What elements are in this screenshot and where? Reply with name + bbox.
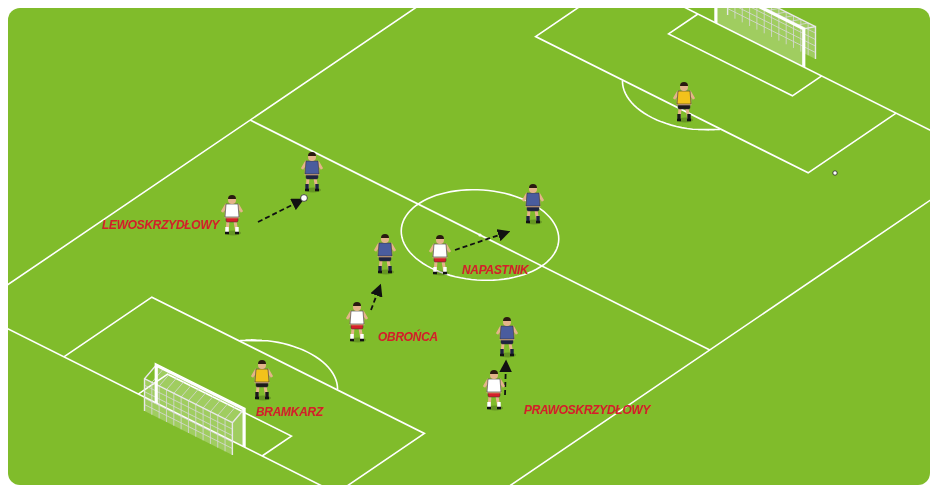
- position-label: LEWOSKRZYDŁOWY: [102, 218, 219, 232]
- position-label: BRAMKARZ: [256, 405, 323, 419]
- movement-arrow: [258, 200, 302, 222]
- pitch-line: [401, 190, 559, 281]
- player-figure: [375, 234, 395, 275]
- player-figure: [674, 82, 694, 123]
- pitch-lines: [8, 8, 930, 485]
- player-figure: [523, 184, 543, 225]
- player-figure: [222, 195, 242, 236]
- movement-arrow: [371, 286, 380, 310]
- goals: [145, 8, 816, 455]
- player-figure: [347, 302, 367, 343]
- pitch-line: [536, 8, 897, 173]
- goal: [716, 8, 816, 67]
- goal: [145, 365, 245, 455]
- pitch-line: [240, 340, 337, 389]
- player-figure: [430, 235, 450, 276]
- ball: [301, 195, 308, 202]
- player-figure: [302, 152, 322, 193]
- pitch-line: [8, 8, 930, 485]
- player-figure: [252, 360, 272, 401]
- ball: [833, 171, 837, 175]
- pitch-line: [250, 120, 710, 350]
- movement-arrows: [258, 200, 508, 395]
- pitch-line: [64, 297, 425, 485]
- grass: [8, 8, 930, 485]
- player-figure: [497, 317, 517, 358]
- player-figure: [484, 370, 504, 411]
- position-label: NAPASTNIK: [462, 263, 528, 277]
- movement-arrow: [455, 232, 508, 250]
- position-label: PRAWOSKRZYDŁOWY: [524, 403, 650, 417]
- movement-arrow: [505, 362, 506, 395]
- pitch-line: [622, 81, 719, 130]
- position-label: OBROŃCA: [378, 330, 438, 344]
- centre-spot: [478, 233, 481, 236]
- players: [222, 82, 837, 411]
